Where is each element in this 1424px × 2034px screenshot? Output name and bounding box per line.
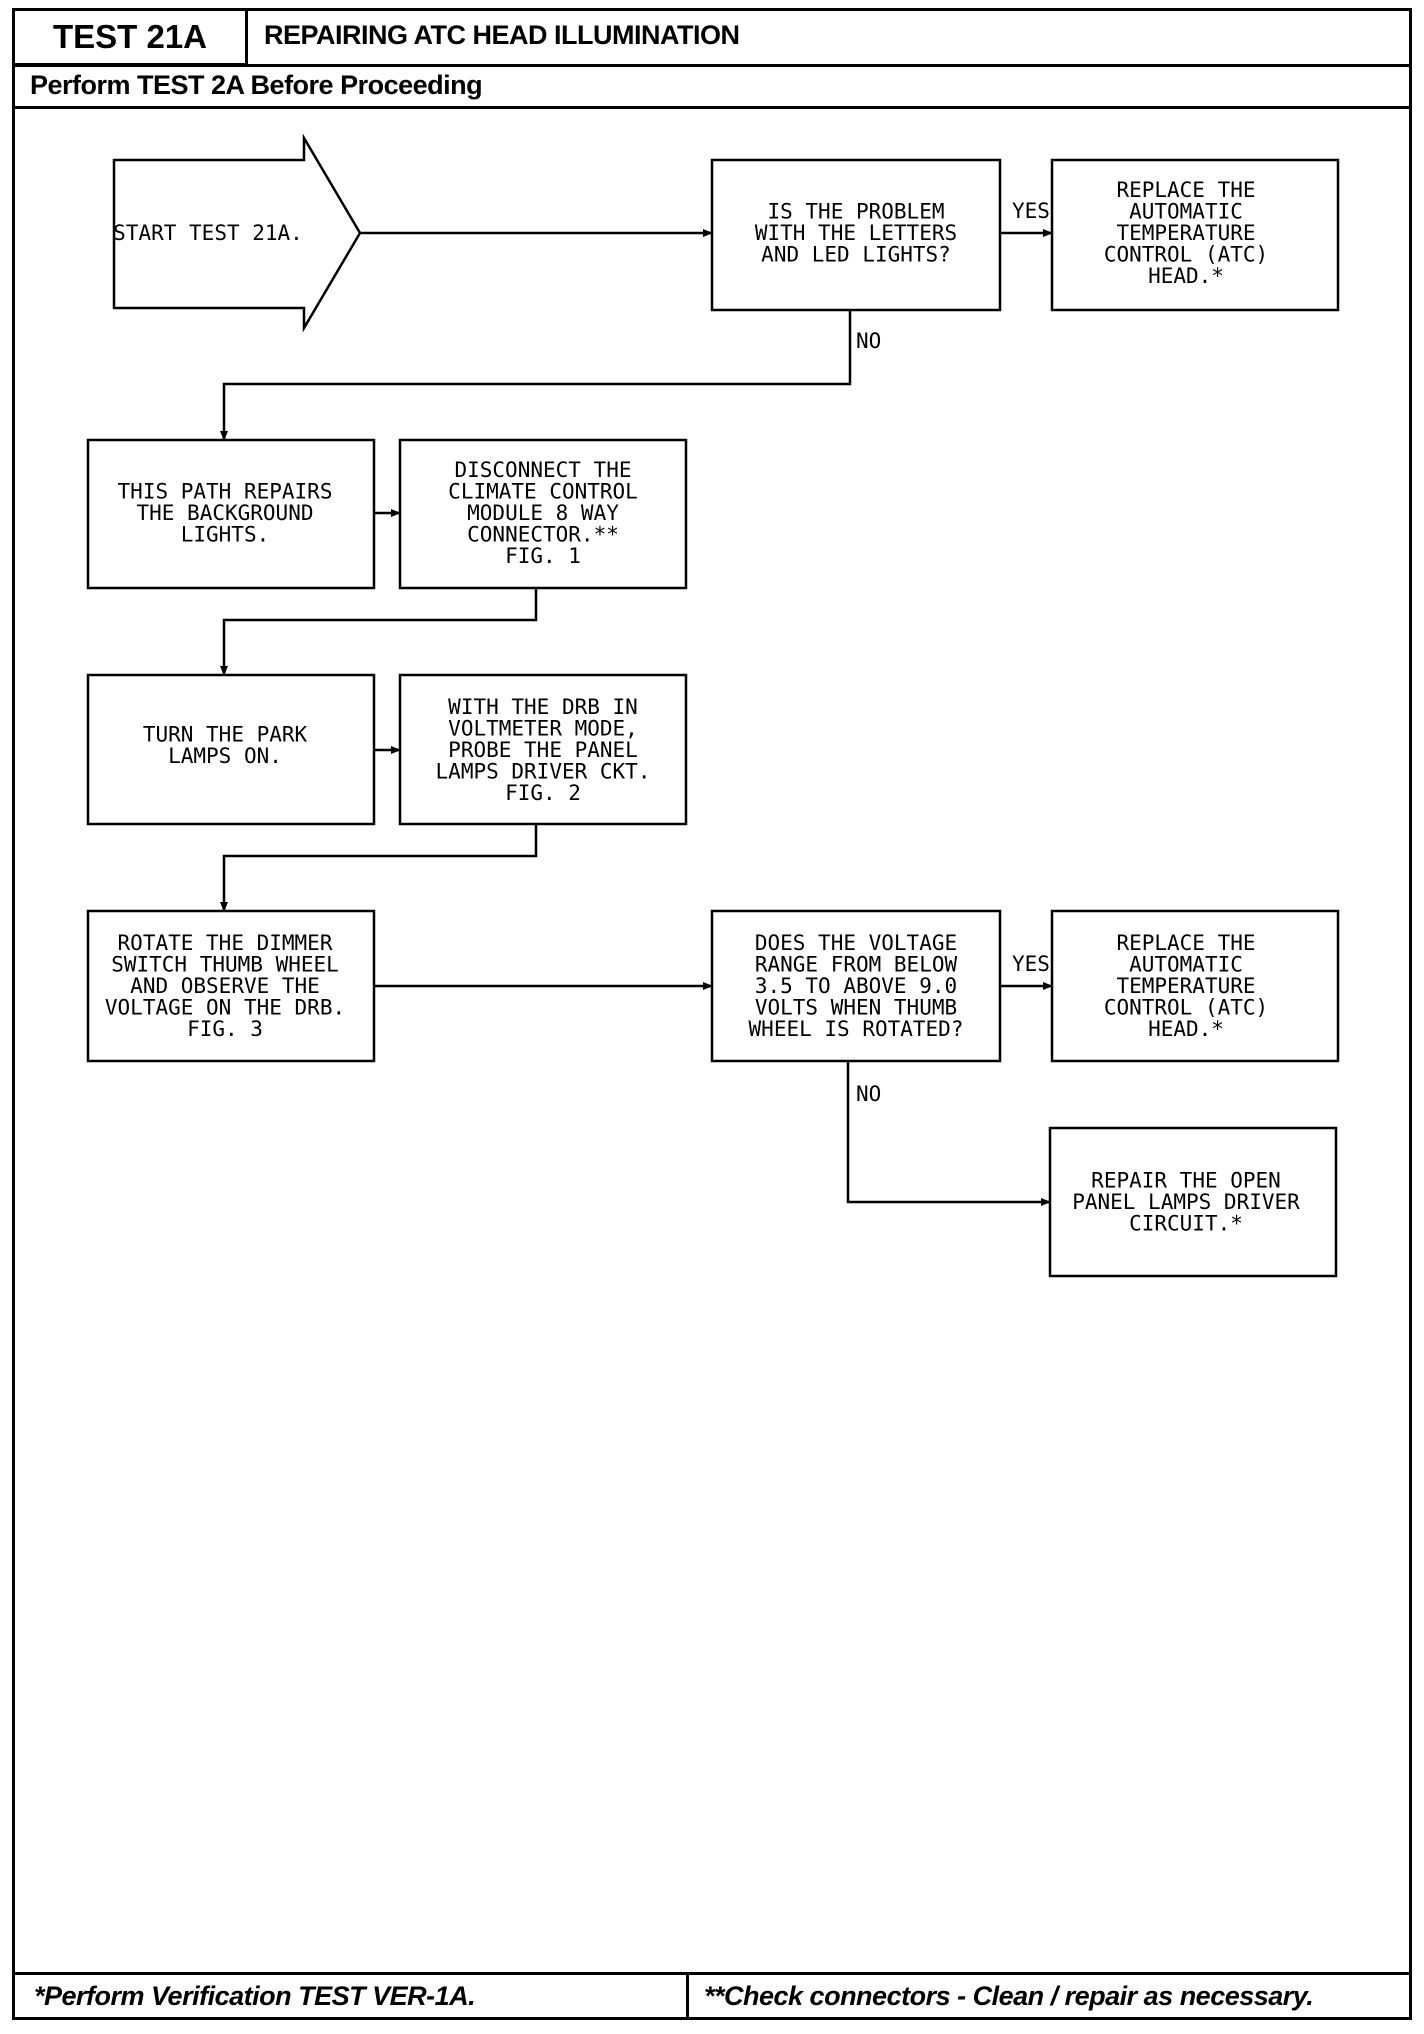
node-text-line: PROBE THE PANEL <box>448 738 638 762</box>
footer-divider <box>12 1972 1412 1975</box>
start-text: START TEST 21A. <box>113 221 303 245</box>
node-text-line: AND OBSERVE THE <box>130 974 320 998</box>
node-text-line: REPAIR THE OPEN <box>1091 1169 1281 1193</box>
node-text-line: FIG. 2 <box>505 781 581 805</box>
node-text-line: AUTOMATIC <box>1129 953 1243 977</box>
node-text-line: CONTROL (ATC) <box>1104 996 1268 1020</box>
node-text-line: VOLTAGE ON THE DRB. <box>105 996 345 1020</box>
node-text-line: AUTOMATIC <box>1129 200 1243 224</box>
start-arrow-shape <box>112 133 362 333</box>
node-text-line: START TEST 21A. <box>113 221 303 245</box>
node-text-line: CONTROL (ATC) <box>1104 243 1268 267</box>
node-text-line: ROTATE THE DIMMER <box>118 931 333 955</box>
node-text-line: TURN THE PARK <box>143 722 308 746</box>
node-text-line: DISCONNECT THE <box>454 458 631 482</box>
node-text-line: LAMPS ON. <box>168 744 282 768</box>
test-id: TEST 21A <box>52 18 208 55</box>
yes-label-1: YES <box>1012 199 1050 223</box>
node-text-line: AND LED LIGHTS? <box>761 243 951 267</box>
node-text-line: CLIMATE CONTROL <box>448 480 638 504</box>
node-text-line: REPLACE THE <box>1116 931 1255 955</box>
node-text-line: REPLACE THE <box>1116 178 1255 202</box>
header-divider <box>12 64 1412 67</box>
node-text-line: RANGE FROM BELOW <box>755 953 958 977</box>
footer-note-verification: *Perform Verification TEST VER-1A. <box>34 1981 476 2011</box>
node-text-line: LAMPS DRIVER CKT. <box>436 760 651 784</box>
node-text-line: HEAD.* <box>1148 264 1224 288</box>
node-text-line: WHEEL IS ROTATED? <box>749 1017 964 1041</box>
node-text-line: HEAD.* <box>1148 1017 1224 1041</box>
node-text-line: CONNECTOR.** <box>467 523 619 547</box>
node-text-line: CIRCUIT.* <box>1129 1212 1243 1236</box>
prerequisite-note: Perform TEST 2A Before Proceeding <box>30 70 483 100</box>
node-text-line: VOLTMETER MODE, <box>448 717 638 741</box>
node-text-line: TEMPERATURE <box>1116 221 1255 245</box>
node-text-line: WITH THE LETTERS <box>755 221 957 245</box>
node-text-line: WITH THE DRB IN <box>448 695 638 719</box>
node-text-line: DOES THE VOLTAGE <box>755 931 957 955</box>
node-text-line: FIG. 3 <box>187 1017 263 1041</box>
arrow-q1-no <box>220 310 852 441</box>
no-label-1: NO <box>856 329 881 353</box>
node-text-line: 3.5 TO ABOVE 9.0 <box>755 974 957 998</box>
header-bottom-divider <box>12 106 1412 109</box>
arrow-probe-to-rotate <box>220 824 538 912</box>
node-text-line: SWITCH THUMB WHEEL <box>111 953 339 977</box>
start-arrow-node: START TEST 21A. <box>112 133 362 333</box>
no-label-2: NO <box>856 1082 881 1106</box>
footer-column-divider <box>686 1972 689 2020</box>
node-text-line: MODULE 8 WAY <box>467 501 619 525</box>
node-text-line: FIG. 1 <box>505 544 581 568</box>
node-text-line: THIS PATH REPAIRS <box>118 480 333 504</box>
node-text-line: THE BACKGROUND <box>136 501 313 525</box>
footer-note-connectors: **Check connectors - Clean / repair as n… <box>704 1981 1314 2011</box>
page-frame <box>12 8 1412 2020</box>
connectors <box>220 229 1053 1206</box>
node-text-line: TEMPERATURE <box>1116 974 1255 998</box>
node-text-line: IS THE PROBLEM <box>767 200 944 224</box>
node-text-line: LIGHTS. <box>181 523 270 547</box>
arrow-disconnect-to-park <box>220 588 538 676</box>
node-text-line: VOLTS WHEN THUMB <box>755 996 957 1020</box>
arrow-q2-no <box>846 1061 1051 1206</box>
page-title: REPAIRING ATC HEAD ILLUMINATION <box>264 20 740 50</box>
node-text-line: PANEL LAMPS DRIVER <box>1072 1190 1300 1214</box>
yes-label-2: YES <box>1012 952 1050 976</box>
